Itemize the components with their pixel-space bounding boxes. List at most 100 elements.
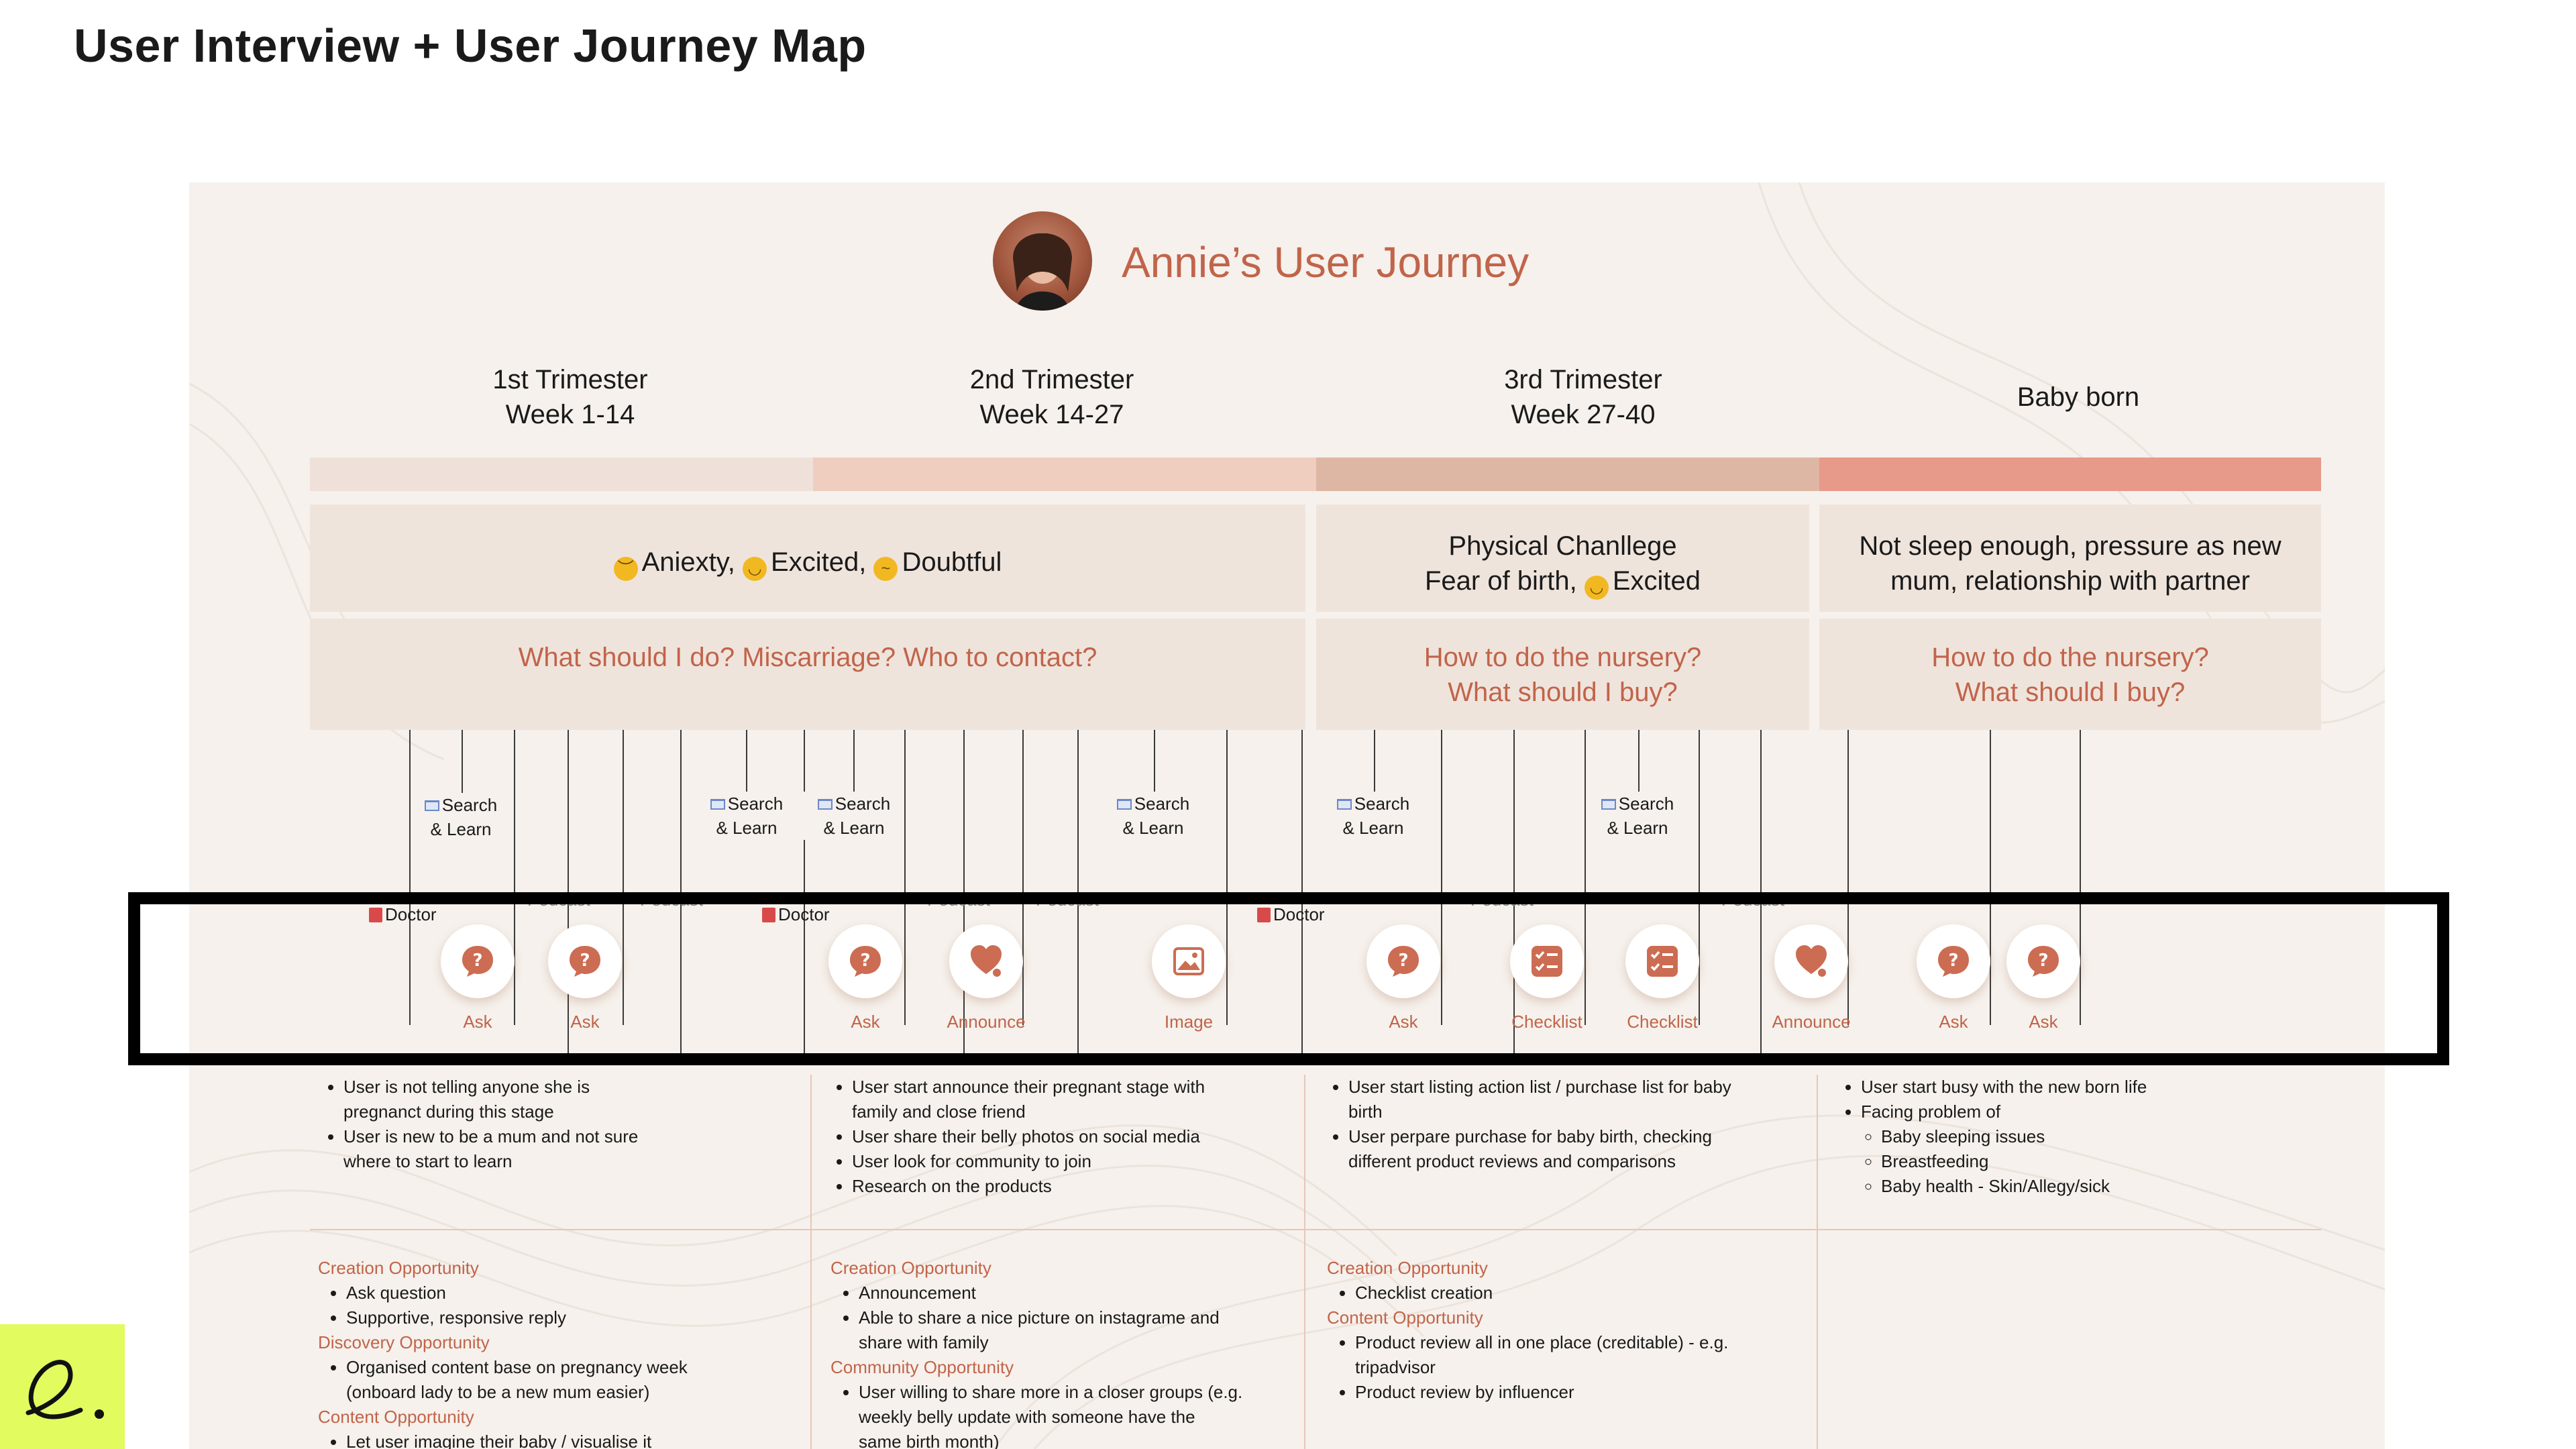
hospital-icon bbox=[369, 908, 382, 922]
action-announce-label: Announce bbox=[1772, 1012, 1851, 1032]
journey-title: Annie’s User Journey bbox=[1122, 238, 1529, 286]
list-item: Facing problem of Baby sleeping issues B… bbox=[1861, 1099, 2310, 1199]
action-ask-button[interactable]: ? bbox=[441, 924, 515, 998]
question-panel-4 bbox=[1819, 619, 2321, 730]
page-title: User Interview + User Journey Map bbox=[74, 19, 867, 72]
touchpoint-line bbox=[1990, 730, 1991, 1025]
highlight-frame bbox=[128, 892, 2449, 1065]
question-text-3: How to do the nursery?What should I buy? bbox=[1424, 643, 1702, 707]
logo-e-icon bbox=[25, 1360, 104, 1419]
stage-label-4: Baby born bbox=[2017, 382, 2140, 412]
touchpoint-search-learn: Search & Learn bbox=[804, 792, 904, 840]
action-ask-button[interactable]: ? bbox=[2006, 924, 2080, 998]
touchpoint-doctor: Doctor bbox=[762, 904, 830, 925]
checklist-icon bbox=[1644, 943, 1680, 979]
action-checklist-label: Checklist bbox=[1627, 1012, 1698, 1032]
svg-text:?: ? bbox=[1948, 951, 1958, 971]
behaviour-list-2: User start announce their pregnant stage… bbox=[832, 1075, 1301, 1199]
touchpoint-line bbox=[1847, 730, 1849, 1025]
question-text-4: How to do the nursery?What should I buy? bbox=[1931, 643, 2209, 707]
emotion-panel-4 bbox=[1819, 504, 2321, 612]
action-checklist-button[interactable] bbox=[1510, 924, 1584, 998]
action-ask-button[interactable]: ? bbox=[1366, 924, 1440, 998]
opportunity-list-1: Creation Opportunity Ask question Suppor… bbox=[318, 1256, 801, 1449]
list-item: User start busy with the new born life bbox=[1861, 1075, 2310, 1099]
svg-text:?: ? bbox=[860, 951, 870, 971]
touchpoint-line bbox=[853, 730, 855, 794]
emotion-text-1: ︶Aniexty, ◡Excited, ~Doubtful bbox=[310, 545, 1305, 581]
list-item: Baby sleeping issues bbox=[1881, 1124, 2310, 1149]
book-icon bbox=[1336, 799, 1352, 810]
list-item: User is not telling anyone she ispregnan… bbox=[343, 1075, 793, 1124]
action-ask-label: Ask bbox=[851, 1012, 880, 1032]
ask-icon: ? bbox=[460, 943, 496, 979]
grin-face-icon: ◡ bbox=[743, 557, 767, 581]
list-item: Research on the products bbox=[852, 1174, 1301, 1199]
list-item: Baby health - Skin/Allegy/sick bbox=[1881, 1174, 2310, 1199]
book-icon bbox=[1601, 799, 1616, 810]
list-item: User look for community to join bbox=[852, 1149, 1301, 1174]
action-ask-button[interactable]: ? bbox=[548, 924, 622, 998]
image-icon bbox=[1171, 943, 1207, 979]
touchpoint-line bbox=[1699, 730, 1700, 1025]
column-separator bbox=[1817, 1075, 1818, 1449]
action-announce-button[interactable] bbox=[1774, 924, 1848, 998]
touchpoint-line bbox=[1585, 730, 1586, 1025]
grin-face-icon: ◡ bbox=[1584, 576, 1609, 600]
touchpoint-search-learn: Search & Learn bbox=[411, 793, 511, 841]
touchpoint-line bbox=[2080, 730, 2081, 1025]
ask-icon: ? bbox=[847, 943, 883, 979]
emotion-panel-1 bbox=[310, 504, 1305, 612]
ask-icon: ? bbox=[567, 943, 603, 979]
touchpoint-line bbox=[1154, 730, 1155, 794]
touchpoint-line bbox=[514, 730, 515, 1025]
section-divider bbox=[310, 1229, 2321, 1230]
checklist-icon bbox=[1529, 943, 1565, 979]
stage-bar-4 bbox=[1819, 458, 2321, 491]
question-panel-3 bbox=[1316, 619, 1809, 730]
book-icon bbox=[817, 799, 833, 810]
question-text-1: What should I do? Miscarriage? Who to co… bbox=[518, 643, 1097, 672]
touchpoint-line bbox=[462, 730, 463, 794]
action-ask-label: Ask bbox=[1939, 1012, 1968, 1032]
svg-text:?: ? bbox=[1398, 951, 1408, 971]
touchpoint-line bbox=[1441, 730, 1442, 1025]
confused-face-icon: ~ bbox=[873, 557, 898, 581]
touchpoint-line bbox=[746, 730, 747, 794]
column-separator bbox=[810, 1075, 812, 1449]
stage-bar-2 bbox=[813, 458, 1316, 491]
behaviour-list-1: User is not telling anyone she ispregnan… bbox=[323, 1075, 793, 1174]
list-item: User perpare purchase for baby birth, ch… bbox=[1348, 1124, 1811, 1174]
sad-face-icon: ︶ bbox=[613, 557, 638, 581]
touchpoint-line bbox=[1374, 730, 1375, 794]
action-ask-label: Ask bbox=[463, 1012, 492, 1032]
action-ask-label: Ask bbox=[570, 1012, 600, 1032]
behaviour-list-3: User start listing action list / purchas… bbox=[1328, 1075, 1811, 1174]
behaviour-list-4: User start busy with the new born life F… bbox=[1841, 1075, 2310, 1199]
touchpoint-line bbox=[904, 730, 906, 1025]
touchpoint-line bbox=[1022, 730, 1024, 1025]
opportunity-list-2: Creation Opportunity Announcement Able t… bbox=[830, 1256, 1300, 1449]
action-announce-button[interactable] bbox=[949, 924, 1023, 998]
svg-text:?: ? bbox=[2038, 951, 2048, 971]
emotion-text-3: Physical Chanllege Fear of birth, ◡Excit… bbox=[1316, 529, 1809, 600]
action-checklist-button[interactable] bbox=[1625, 924, 1699, 998]
ask-icon: ? bbox=[1385, 943, 1421, 979]
action-ask-button[interactable]: ? bbox=[828, 924, 902, 998]
user-avatar bbox=[993, 211, 1092, 311]
touchpoint-line bbox=[409, 730, 411, 1025]
hospital-icon bbox=[762, 908, 775, 922]
book-icon bbox=[710, 799, 725, 810]
brand-logo bbox=[0, 1324, 125, 1449]
list-item: User start announce their pregnant stage… bbox=[852, 1075, 1301, 1124]
action-ask-button[interactable]: ? bbox=[1917, 924, 1990, 998]
column-separator bbox=[1304, 1075, 1305, 1449]
svg-text:?: ? bbox=[580, 951, 590, 971]
opportunity-list-3: Creation Opportunity Checklist creation … bbox=[1327, 1256, 1810, 1405]
action-ask-label: Ask bbox=[1389, 1012, 1418, 1032]
list-item: User is new to be a mum and not surewher… bbox=[343, 1124, 793, 1174]
action-image-label: Image bbox=[1164, 1012, 1214, 1032]
list-item: Breastfeeding bbox=[1881, 1149, 2310, 1174]
action-image-button[interactable] bbox=[1152, 924, 1226, 998]
